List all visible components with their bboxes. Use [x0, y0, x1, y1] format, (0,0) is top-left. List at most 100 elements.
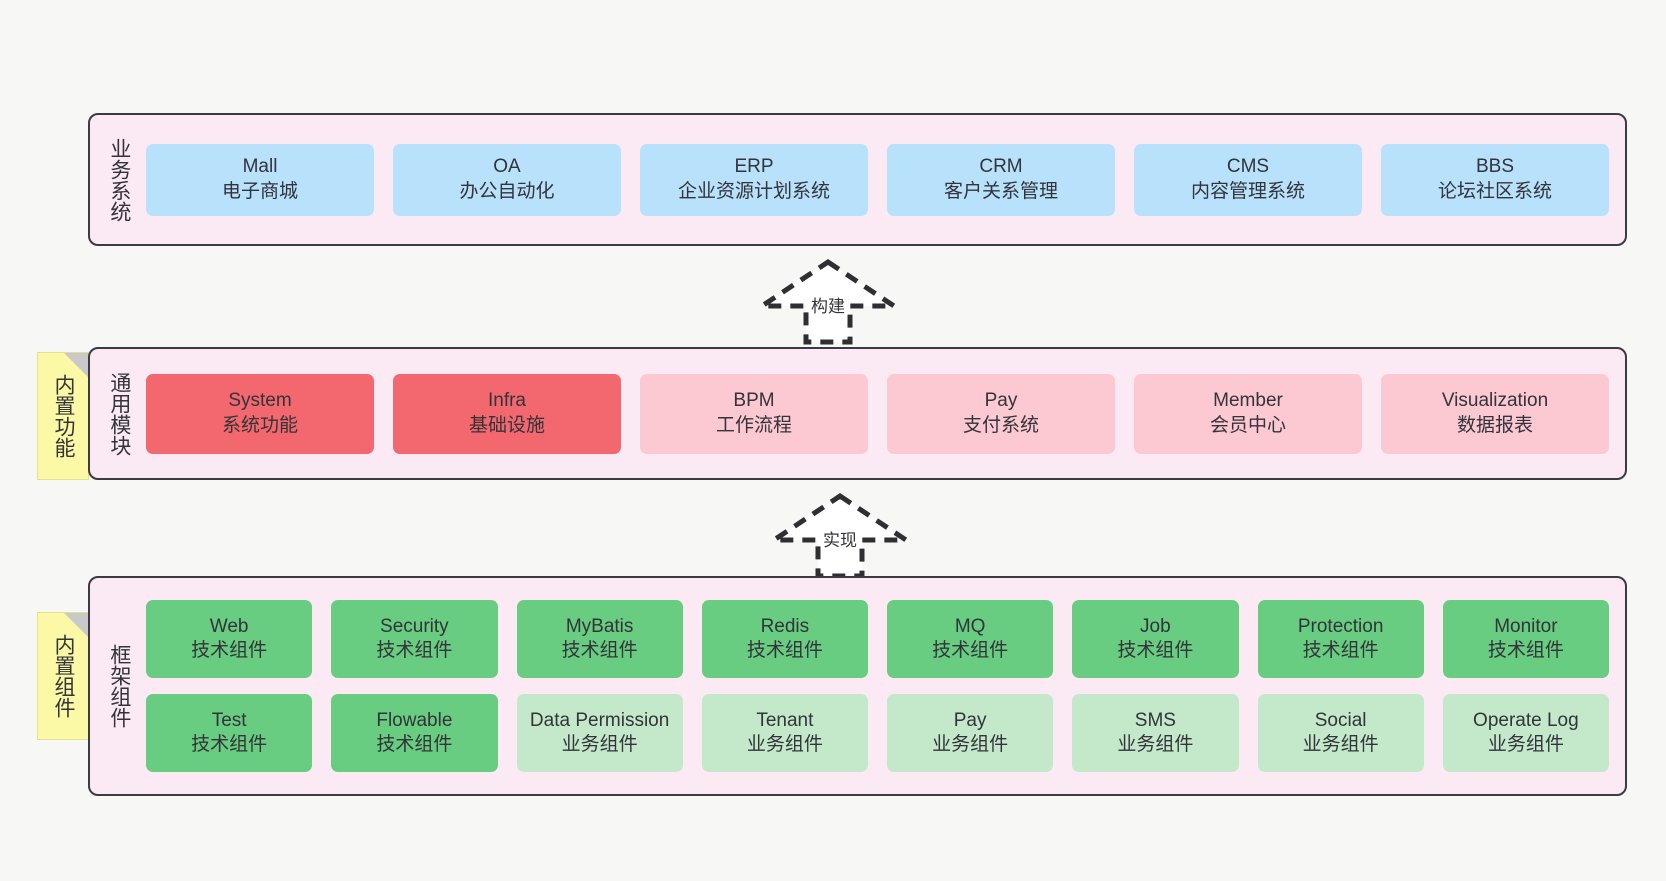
sticky-note-builtin-component: 内置组件	[37, 612, 89, 740]
card-mq[interactable]: MQ 技术组件	[887, 600, 1054, 678]
card-title: Test	[211, 709, 247, 731]
card-subtitle: 业务组件	[1302, 734, 1379, 755]
card-subtitle: 技术组件	[1117, 640, 1194, 661]
card-job[interactable]: Job 技术组件	[1072, 600, 1239, 678]
card-title: Web	[209, 615, 249, 637]
card-subtitle: 技术组件	[376, 734, 453, 755]
card-title: Monitor	[1494, 615, 1558, 637]
card-title: Infra	[487, 390, 527, 412]
card-cms[interactable]: CMS 内容管理系统	[1134, 143, 1362, 216]
card-subtitle: 技术组件	[376, 640, 453, 661]
card-subtitle: 论坛社区系统	[1437, 180, 1552, 202]
sticky-note-label: 内置功能	[52, 374, 76, 458]
card-subtitle: 技术组件	[1302, 640, 1379, 661]
folded-corner-icon	[64, 613, 88, 637]
card-subtitle: 工作流程	[715, 414, 792, 436]
card-tenant[interactable]: Tenant 业务组件	[701, 694, 868, 772]
card-visualization[interactable]: Visualization 数据报表	[1381, 373, 1609, 454]
card-data-permission[interactable]: Data Permission 业务组件	[516, 694, 683, 772]
card-title: Member	[1213, 390, 1283, 412]
card-title: Flowable	[376, 709, 453, 731]
card-title: System	[228, 390, 292, 412]
card-pay-business[interactable]: Pay 业务组件	[887, 694, 1054, 772]
card-subtitle: 基础设施	[468, 414, 545, 436]
card-title: Security	[380, 615, 449, 637]
card-subtitle: 数据报表	[1456, 414, 1533, 436]
card-mybatis[interactable]: MyBatis 技术组件	[516, 600, 683, 678]
card-erp[interactable]: ERP 企业资源计划系统	[640, 143, 868, 216]
card-redis[interactable]: Redis 技术组件	[701, 600, 868, 678]
card-system[interactable]: System 系统功能	[146, 373, 374, 454]
card-flowable[interactable]: Flowable 技术组件	[331, 694, 498, 772]
layer-body-common-module: System 系统功能 Infra 基础设施 BPM 工作流程 Pay 支付系统…	[142, 349, 1625, 478]
connector-label: 构建	[811, 297, 845, 316]
card-row-business: Mall 电子商城 OA 办公自动化 ERP 企业资源计划系统 CRM 客户关系…	[146, 143, 1609, 216]
card-subtitle: 技术组件	[561, 640, 638, 661]
card-title: Visualization	[1441, 390, 1549, 412]
card-row-common: System 系统功能 Infra 基础设施 BPM 工作流程 Pay 支付系统…	[146, 373, 1609, 454]
card-title: OA	[493, 156, 521, 178]
card-row-framework-business: Test 技术组件 Flowable 技术组件 Data Permission …	[146, 694, 1609, 772]
card-web[interactable]: Web 技术组件	[146, 600, 313, 678]
card-title: MQ	[954, 615, 986, 637]
card-crm[interactable]: CRM 客户关系管理	[887, 143, 1115, 216]
folded-corner-icon	[64, 353, 88, 377]
card-pay[interactable]: Pay 支付系统	[887, 373, 1115, 454]
card-bpm[interactable]: BPM 工作流程	[640, 373, 868, 454]
card-title: Mall	[242, 156, 278, 178]
card-title: Pay	[953, 709, 987, 731]
card-social[interactable]: Social 业务组件	[1257, 694, 1424, 772]
card-subtitle: 技术组件	[1487, 640, 1564, 661]
card-subtitle: 技术组件	[932, 640, 1009, 661]
layer-title-framework-component: 框架组件	[107, 644, 131, 728]
connector-implement: 实现	[765, 492, 915, 580]
generalization-arrow-up-icon	[753, 258, 903, 345]
card-title: Tenant	[756, 709, 814, 731]
layer-panel-framework-component: 框架组件 Web 技术组件 Security 技术组件 MyBatis 技术组件…	[88, 576, 1627, 796]
connector-label: 实现	[823, 531, 857, 550]
connector-build: 构建	[753, 258, 903, 346]
card-security[interactable]: Security 技术组件	[331, 600, 498, 678]
card-title: Protection	[1297, 615, 1384, 637]
card-mall[interactable]: Mall 电子商城	[146, 143, 374, 216]
card-title: BBS	[1475, 156, 1515, 178]
card-test[interactable]: Test 技术组件	[146, 694, 313, 772]
card-title: Social	[1314, 709, 1367, 731]
card-title: MyBatis	[565, 615, 634, 637]
card-subtitle: 业务组件	[932, 734, 1009, 755]
card-member[interactable]: Member 会员中心	[1134, 373, 1362, 454]
card-subtitle: 会员中心	[1209, 414, 1286, 436]
card-operate-log[interactable]: Operate Log 业务组件	[1442, 694, 1609, 772]
card-title: Pay	[984, 390, 1018, 412]
sticky-note-builtin-function: 内置功能	[37, 352, 89, 480]
layer-panel-common-module: 通用模块 System 系统功能 Infra 基础设施 BPM 工作流程 Pay…	[88, 347, 1627, 480]
card-subtitle: 业务组件	[1487, 734, 1564, 755]
card-protection[interactable]: Protection 技术组件	[1257, 600, 1424, 678]
card-oa[interactable]: OA 办公自动化	[393, 143, 621, 216]
card-title: ERP	[734, 156, 774, 178]
layer-title-business-system: 业务系统	[107, 137, 131, 222]
card-subtitle: 技术组件	[191, 734, 268, 755]
card-subtitle: 电子商城	[221, 180, 298, 202]
card-monitor[interactable]: Monitor 技术组件	[1442, 600, 1609, 678]
card-subtitle: 业务组件	[561, 734, 638, 755]
card-subtitle: 内容管理系统	[1190, 180, 1305, 202]
card-title: CRM	[979, 156, 1023, 178]
card-infra[interactable]: Infra 基础设施	[393, 373, 621, 454]
card-bbs[interactable]: BBS 论坛社区系统	[1381, 143, 1609, 216]
card-sms[interactable]: SMS 业务组件	[1072, 694, 1239, 772]
card-subtitle: 客户关系管理	[943, 180, 1058, 202]
card-subtitle: 系统功能	[221, 414, 298, 436]
card-subtitle: 业务组件	[746, 734, 823, 755]
card-title: CMS	[1226, 156, 1270, 178]
layer-body-business-system: Mall 电子商城 OA 办公自动化 ERP 企业资源计划系统 CRM 客户关系…	[142, 115, 1625, 244]
card-title: BPM	[733, 390, 775, 412]
card-row-framework-tech: Web 技术组件 Security 技术组件 MyBatis 技术组件 Redi…	[146, 600, 1609, 678]
layer-title-common-module: 通用模块	[107, 371, 131, 456]
card-subtitle: 业务组件	[1117, 734, 1194, 755]
sticky-note-label: 内置组件	[52, 634, 76, 718]
card-title: SMS	[1134, 709, 1176, 731]
card-title: Operate Log	[1473, 709, 1579, 731]
card-subtitle: 技术组件	[746, 640, 823, 661]
